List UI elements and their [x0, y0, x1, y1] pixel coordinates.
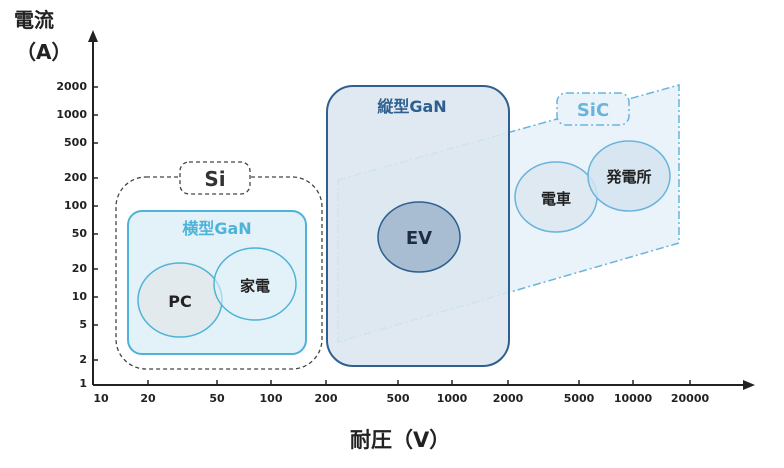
sic-tag-box	[556, 92, 630, 126]
x-tick-label: 100	[259, 392, 283, 405]
y-axis-unit: （A）	[16, 40, 72, 64]
y-tick-label: 1000	[56, 108, 87, 121]
y-axis-arrow	[88, 30, 98, 42]
si-tag-box	[179, 161, 251, 195]
vertical-gan-label: 縦型GaN	[377, 97, 446, 116]
y-axis-title: 電流	[14, 8, 54, 32]
x-axis-title: 耐圧（V）	[350, 428, 451, 452]
x-axis-arrow	[743, 380, 755, 390]
x-tick-label: 2000	[492, 392, 524, 405]
power-plant-label: 発電所	[605, 168, 651, 186]
si-label: Si	[204, 167, 225, 191]
sic-label: SiC	[577, 100, 609, 121]
y-tick-label: 2	[79, 353, 87, 366]
pc-label: PC	[168, 292, 191, 311]
x-tick-label: 20000	[670, 392, 710, 405]
y-tick-label: 2000	[56, 80, 87, 93]
y-tick-label: 500	[64, 136, 87, 149]
x-tick-label: 5000	[563, 392, 595, 405]
x-tick-label: 200	[314, 392, 338, 405]
y-tick-label: 1	[79, 377, 87, 390]
x-tick-label: 500	[386, 392, 410, 405]
ev-label: EV	[406, 228, 432, 249]
y-tick-label: 50	[71, 227, 87, 240]
appliances-label: 家電	[240, 277, 270, 295]
y-tick-label: 20	[71, 262, 87, 275]
x-tick-marks	[147, 380, 691, 385]
power-plant-bubble	[587, 140, 671, 212]
y-tick-label: 100	[64, 199, 87, 212]
x-tick-label: 1000	[436, 392, 468, 405]
y-tick-marks	[93, 86, 98, 361]
appliances-bubble	[213, 247, 297, 321]
y-tick-label: 200	[64, 171, 87, 184]
x-tick-label: 20	[140, 392, 156, 405]
lateral-gan-label: 横型GaN	[182, 219, 251, 238]
y-tick-label: 10	[71, 290, 87, 303]
train-label: 電車	[541, 190, 571, 208]
x-tick-label: 50	[209, 392, 225, 405]
ev-bubble	[377, 201, 461, 273]
y-tick-label: 5	[79, 318, 87, 331]
x-tick-label: 10	[93, 392, 109, 405]
x-tick-label: 10000	[613, 392, 653, 405]
